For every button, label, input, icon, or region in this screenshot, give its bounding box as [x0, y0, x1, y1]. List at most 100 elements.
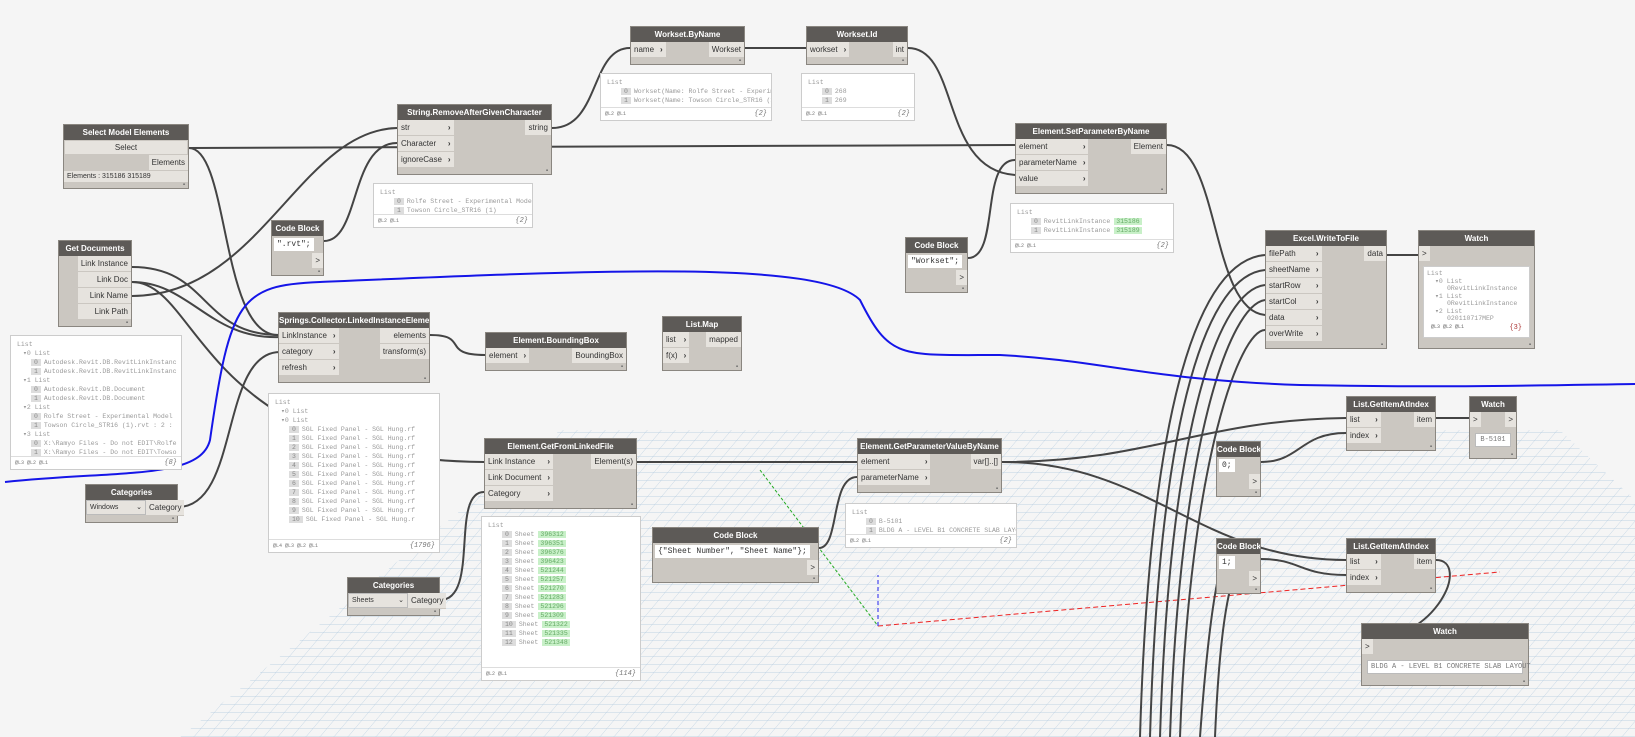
element-id[interactable]: 521309: [538, 612, 566, 619]
node-resize-grip[interactable]: ▪: [1254, 587, 1257, 593]
code-rvt-node[interactable]: Code Block".rvt";>▪: [271, 220, 324, 276]
output-port[interactable]: item: [1413, 554, 1435, 570]
input-port[interactable]: data›: [1266, 310, 1322, 326]
springs-node[interactable]: Springs.Collector.LinkedInstanceElements…: [278, 312, 430, 383]
input-port[interactable]: element›: [1016, 139, 1089, 155]
input-port[interactable]: f(x)›: [663, 348, 690, 364]
node-resize-grip[interactable]: ▪: [1510, 452, 1513, 458]
output-port[interactable]: data: [1364, 246, 1386, 262]
code-sheet-node[interactable]: Code Block{"Sheet Number", "Sheet Name"}…: [652, 527, 819, 583]
output-port[interactable]: Link Instance: [77, 256, 131, 272]
output-port[interactable]: transform(s): [379, 344, 429, 360]
select-button[interactable]: Select: [65, 141, 187, 154]
input-port[interactable]: >: [1362, 639, 1373, 655]
node-resize-grip[interactable]: ▪: [1254, 490, 1257, 496]
output-port[interactable]: Link Doc: [77, 272, 131, 288]
node-resize-grip[interactable]: ▪: [1160, 187, 1163, 193]
input-port[interactable]: name›: [631, 42, 666, 58]
input-port[interactable]: >: [1470, 412, 1481, 428]
element-id[interactable]: 396351: [538, 540, 566, 547]
watch2-node[interactable]: Watch>>B-5101▪: [1469, 396, 1517, 459]
category-dropdown[interactable]: Sheets⌄: [348, 593, 408, 608]
code-text[interactable]: ".rvt";: [274, 238, 314, 251]
output-port[interactable]: string: [525, 120, 551, 136]
element-id[interactable]: 521270: [538, 585, 566, 592]
node-resize-grip[interactable]: ▪: [620, 364, 623, 370]
code-text[interactable]: "Workset";: [908, 255, 963, 268]
watch3-node[interactable]: Watch>BLDG A - LEVEL B1 CONCRETE SLAB LA…: [1361, 623, 1531, 686]
input-port[interactable]: workset›: [807, 42, 850, 58]
output-port[interactable]: int: [892, 42, 907, 58]
input-port[interactable]: startRow›: [1266, 278, 1322, 294]
output-port[interactable]: Category: [408, 593, 447, 609]
input-port[interactable]: filePath›: [1266, 246, 1322, 262]
code-workset-node[interactable]: Code Block"Workset";>▪: [905, 237, 968, 293]
input-port[interactable]: Link Document›: [485, 470, 554, 486]
input-port[interactable]: LinkInstance›: [279, 328, 339, 344]
input-port[interactable]: overWrite›: [1266, 326, 1322, 342]
input-port[interactable]: list›: [1347, 412, 1381, 428]
code-text[interactable]: {"Sheet Number", "Sheet Name"};: [655, 545, 810, 558]
element-id[interactable]: 396376: [538, 549, 566, 556]
node-resize-grip[interactable]: ▪: [317, 269, 320, 275]
element-id[interactable]: 521335: [542, 630, 570, 637]
output-port[interactable]: >: [956, 270, 967, 286]
output-port[interactable]: mapped: [706, 332, 741, 348]
input-port[interactable]: index›: [1347, 428, 1381, 444]
output-port[interactable]: Link Name: [77, 288, 131, 304]
element-id[interactable]: 315189: [1114, 227, 1142, 234]
output-port[interactable]: >: [1249, 474, 1260, 490]
element-id[interactable]: 521322: [542, 621, 570, 628]
element-id[interactable]: 521296: [538, 603, 566, 610]
input-port[interactable]: Category›: [485, 486, 554, 502]
output-port[interactable]: >: [1249, 571, 1260, 587]
input-port[interactable]: value›: [1016, 171, 1089, 187]
element-id[interactable]: 396423: [538, 558, 566, 565]
selected-wire[interactable]: [4, 270, 1635, 483]
element-id[interactable]: 396312: [538, 531, 566, 538]
input-port[interactable]: element›: [486, 348, 530, 364]
node-resize-grip[interactable]: ▪: [1528, 342, 1531, 348]
node-resize-grip[interactable]: ▪: [171, 516, 174, 522]
node-resize-grip[interactable]: ▪: [125, 320, 128, 326]
node-resize-grip[interactable]: ▪: [433, 609, 436, 615]
output-port[interactable]: elements: [379, 328, 429, 344]
input-port[interactable]: element›: [858, 454, 931, 470]
input-port[interactable]: index›: [1347, 570, 1381, 586]
node-resize-grip[interactable]: ▪: [995, 486, 998, 492]
input-port[interactable]: ignoreCase›: [398, 152, 454, 168]
node-resize-grip[interactable]: ▪: [735, 364, 738, 370]
element-id[interactable]: 315186: [1114, 218, 1142, 225]
node-resize-grip[interactable]: ▪: [961, 286, 964, 292]
input-port[interactable]: Link Instance›: [485, 454, 554, 470]
node-resize-grip[interactable]: ▪: [738, 58, 741, 64]
output-port[interactable]: Link Path: [77, 304, 131, 320]
node-resize-grip[interactable]: ▪: [1429, 586, 1432, 592]
element-id[interactable]: 521348: [542, 639, 570, 646]
output-port[interactable]: Workset: [708, 42, 744, 58]
input-port[interactable]: startCol›: [1266, 294, 1322, 310]
input-port[interactable]: parameterName›: [858, 470, 931, 486]
output-port[interactable]: >: [312, 253, 323, 269]
node-resize-grip[interactable]: ▪: [630, 502, 633, 508]
category-dropdown[interactable]: Windows⌄: [86, 500, 146, 515]
node-resize-grip[interactable]: ▪: [812, 576, 815, 582]
